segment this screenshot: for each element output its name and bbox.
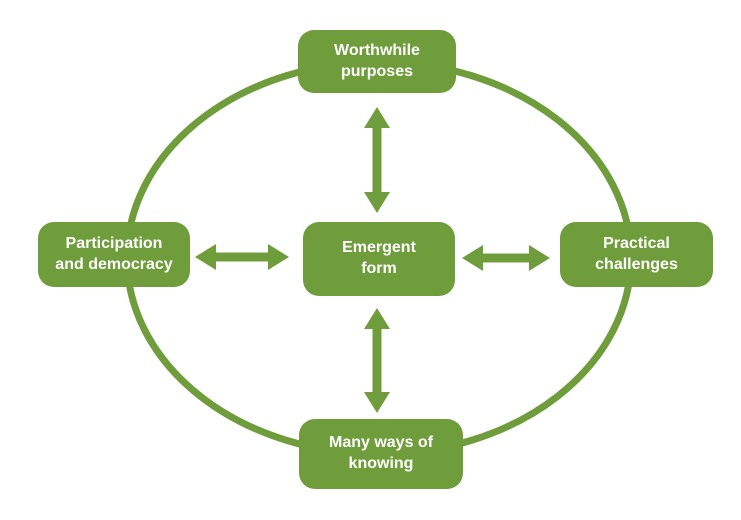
double-arrow-center-right-icon	[462, 245, 550, 271]
node-many-ways-of-knowing-label: Many ways of knowing	[328, 434, 434, 472]
node-practical-challenges: Practical challenges	[560, 222, 713, 287]
double-arrow-center-left-icon	[195, 244, 289, 270]
double-arrow-center-bottom-icon	[364, 308, 390, 413]
node-many-ways-of-knowing: Many ways of knowing	[299, 419, 463, 489]
node-participation-and-democracy: Participation and democracy	[38, 222, 190, 287]
node-worthwhile-purposes-label: Worthwhile purposes	[334, 41, 420, 80]
node-emergent-form: Emergent form	[303, 222, 455, 296]
node-practical-challenges-label: Practical challenges	[595, 234, 678, 273]
double-arrow-center-top-icon	[364, 107, 390, 213]
node-worthwhile-purposes: Worthwhile purposes	[298, 30, 456, 93]
node-emergent-form-label: Emergent form	[342, 239, 416, 277]
node-participation-and-democracy-label: Participation and democracy	[55, 234, 173, 273]
